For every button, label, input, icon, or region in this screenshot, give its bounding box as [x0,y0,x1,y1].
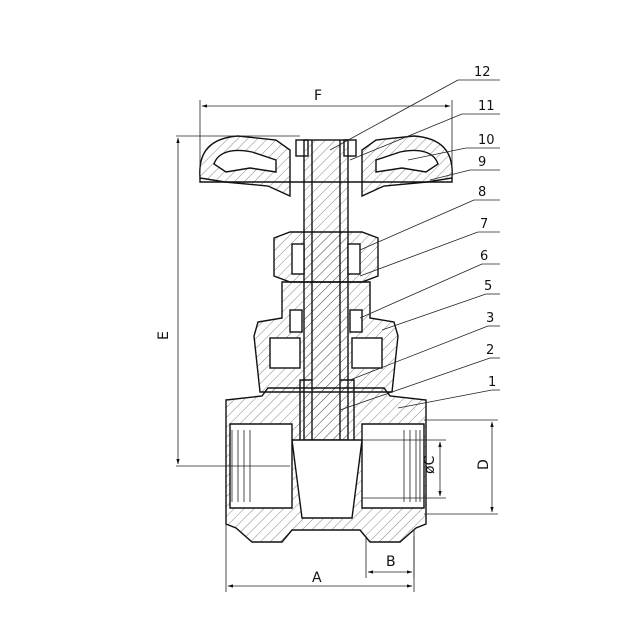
part-number-2: 2 [486,343,494,358]
dimension-c: øC [362,439,446,499]
part-number-10: 10 [478,133,495,148]
part-number-3: 3 [486,311,494,326]
part-number-6: 6 [480,249,488,264]
part-number-1: 1 [488,375,496,390]
dimension-f: F [199,88,453,178]
part-number-11: 11 [478,99,495,114]
part-number-7: 7 [480,217,488,232]
dimension-d-label: D [476,459,492,470]
dimension-d: D [424,419,498,515]
part-leaders [329,79,500,411]
dimension-c-label: øC [422,455,438,474]
dimension-f-label: F [314,88,322,104]
dimension-e: E [156,135,300,467]
dimension-e-label: E [156,331,172,340]
dimension-b-label: B [386,554,396,570]
handwheel [199,135,453,198]
bonnet [253,281,399,393]
dimension-a-label: A [312,570,322,586]
gate-wedge [291,379,363,519]
part-number-12: 12 [474,65,491,80]
part-numbers: 12 11 10 9 8 7 6 5 3 2 1 [474,65,496,390]
dimension-b: B [365,536,415,578]
part-number-5: 5 [484,279,492,294]
gland-nut [273,231,379,283]
part-number-8: 8 [478,185,486,200]
part-number-9: 9 [478,155,486,170]
